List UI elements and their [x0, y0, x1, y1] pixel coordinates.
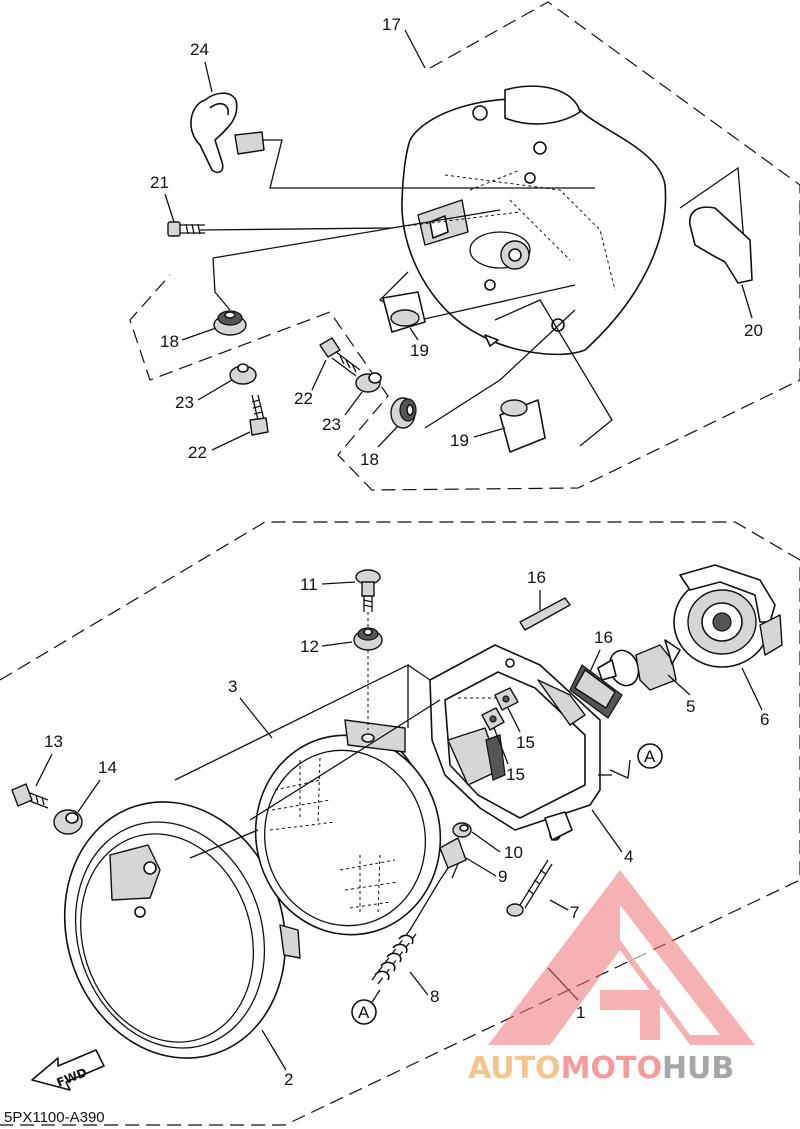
- watermark-moto: MOTO: [561, 1051, 662, 1086]
- callout-4: 4: [624, 847, 633, 866]
- grommet-18-right: [390, 397, 417, 429]
- collar-14: [53, 809, 83, 835]
- callout-22-upper: 22: [294, 389, 313, 408]
- cap-10: [452, 822, 472, 838]
- callout-17: 17: [382, 15, 401, 34]
- upper-group-boundary: [129, 1, 800, 491]
- callout-19-left: 19: [410, 341, 429, 360]
- clip-19-right: [499, 399, 546, 453]
- gasket-16-upper: [519, 597, 571, 631]
- callout-3: 3: [228, 677, 237, 696]
- clamp-band-24: [190, 92, 265, 174]
- callout-12: 12: [300, 637, 319, 656]
- callout-7: 7: [570, 903, 579, 922]
- grommet-12: [353, 627, 383, 651]
- callout-18-left: 18: [160, 332, 179, 351]
- lens-unit-3: [254, 719, 442, 936]
- nut-15-upper: [494, 687, 519, 711]
- callout-15-lower: 15: [506, 765, 525, 784]
- callout-18-right: 18: [360, 450, 379, 469]
- fwd-arrow: FWD: [31, 1049, 105, 1091]
- callout-24: 24: [190, 40, 209, 59]
- bulb-5: [597, 639, 681, 691]
- callout-9: 9: [498, 867, 507, 886]
- gasket-16-lower: [569, 664, 623, 719]
- callout-6: 6: [760, 710, 769, 729]
- screw-7: [506, 859, 553, 917]
- headlight-rim-2: [63, 801, 301, 1059]
- callout-8: 8: [430, 987, 439, 1006]
- screw-11: [355, 569, 381, 612]
- callout-1: 1: [576, 1003, 585, 1022]
- svg-text:AUTOMOTOHUB: AUTOMOTOHUB: [468, 1051, 734, 1086]
- connector-a-right-label: A: [644, 747, 656, 766]
- headlight-shell: [401, 85, 667, 356]
- bolt-22-lower: [249, 394, 269, 436]
- watermark-hub: HUB: [662, 1051, 734, 1086]
- bracket-4: [429, 644, 601, 841]
- callout-22-lower: 22: [188, 443, 207, 462]
- collar-23-right: [355, 372, 382, 393]
- callout-10: 10: [504, 843, 523, 862]
- callout-19-right: 19: [450, 431, 469, 450]
- callout-21: 21: [150, 173, 169, 192]
- bulb-cover-6: [673, 564, 783, 668]
- callout-11: 11: [300, 575, 318, 594]
- callout-16-upper: 16: [527, 568, 546, 587]
- callout-2: 2: [284, 1070, 293, 1089]
- clip-19-left: [382, 291, 426, 333]
- collar-23-left: [229, 363, 257, 385]
- screw-21: [167, 221, 205, 237]
- grommet-18-left: [213, 310, 247, 336]
- connector-a-left: A: [351, 989, 381, 1025]
- screw-13: [11, 783, 49, 809]
- callout-13: 13: [44, 732, 63, 751]
- callout-14: 14: [98, 758, 117, 777]
- nut-15-lower: [481, 707, 505, 731]
- connector-a-left-label: A: [358, 1003, 370, 1022]
- bolt-22-upper: [319, 337, 361, 377]
- callout-23-left: 23: [175, 393, 194, 412]
- connector-a-right: A: [637, 743, 663, 769]
- callout-20: 20: [744, 321, 763, 340]
- callout-23-right: 23: [322, 415, 341, 434]
- upper-callouts: 17 24 21 18 23 22 23 22 18 19 19 20: [150, 15, 763, 469]
- watermark-auto: AUTO: [468, 1051, 561, 1086]
- lower-callouts: 11 12 16 16 3 5 6 15 15 4 13 14 10 9 7 8…: [35, 568, 769, 1089]
- spring-8: [371, 929, 417, 985]
- callout-16-lower: 16: [594, 628, 613, 647]
- part-code: 5PX1100-A390: [4, 1109, 105, 1126]
- watermark-logo: [488, 870, 755, 1045]
- cover-plate-20: [689, 206, 753, 284]
- lower-leader-lines: [174, 663, 631, 931]
- callout-5: 5: [686, 697, 695, 716]
- callout-15-upper: 15: [516, 733, 535, 752]
- watermark-text: AUTOMOTOHUB: [468, 1051, 734, 1086]
- nut-9: [439, 837, 467, 881]
